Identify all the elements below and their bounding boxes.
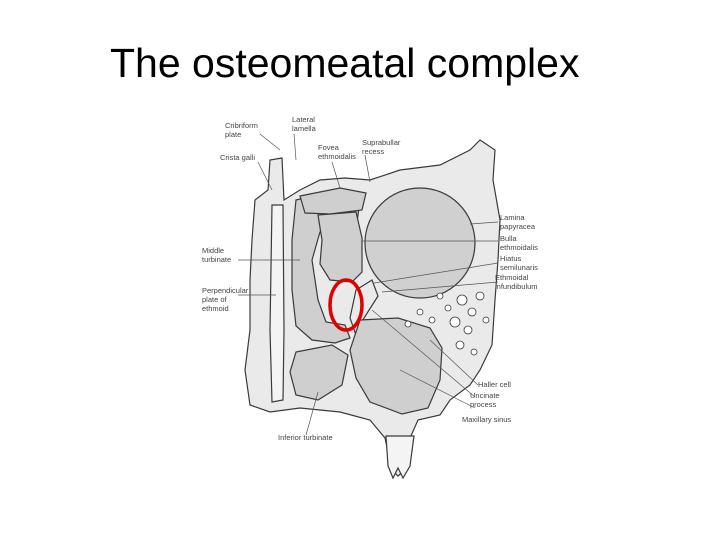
label-perp-1: Perpendicular	[202, 286, 249, 295]
label-fovea-1: Fovea	[318, 143, 340, 152]
label-uncinate-2: process	[470, 400, 497, 409]
diagram-labels: Cribriform plate Lateral lamella Fovea e…	[202, 115, 538, 442]
label-hiatus-2: semilunaris	[500, 263, 538, 272]
label-cribriform-1: Cribriform	[225, 121, 258, 130]
label-ethmoidal-2: infundibulum	[495, 282, 538, 291]
label-cribriform-2: plate	[225, 130, 241, 139]
label-middle-1: Middle	[202, 246, 224, 255]
anatomy-illustration	[244, 139, 501, 480]
label-lamina-2: papyracea	[500, 222, 536, 231]
bulla-ethmoidalis	[317, 211, 363, 283]
label-suprabullar-2: recess	[362, 147, 384, 156]
highlight-circle	[328, 278, 364, 332]
label-inferior: Inferior turbinate	[278, 433, 333, 442]
label-bulla-1: Bulla	[500, 234, 518, 243]
label-lamina-1: Lamina	[500, 213, 525, 222]
label-perp-3: ethmoid	[202, 304, 229, 313]
label-haller: Haller cell	[478, 380, 511, 389]
label-middle-2: turbinate	[202, 255, 231, 264]
label-crista: Crista galli	[220, 153, 255, 162]
label-lateral-2: lamella	[292, 124, 317, 133]
label-bulla-2: ethmoidalis	[500, 243, 538, 252]
label-uncinate-1: Uncinate	[470, 391, 500, 400]
label-hiatus-1: Hiatus	[500, 254, 522, 263]
ethmoid-cell	[364, 187, 476, 299]
slide-title: The osteomeatal complex	[110, 40, 580, 86]
inferior-turbinate	[289, 344, 349, 401]
tooth	[385, 435, 415, 480]
label-perp-2: plate of	[202, 295, 228, 304]
leader-lines	[238, 133, 499, 436]
label-lateral-1: Lateral	[292, 115, 315, 124]
label-maxillary: Maxillary sinus	[462, 415, 511, 424]
maxillary-sinus	[349, 317, 443, 415]
septum	[269, 204, 285, 403]
ethmoid-air-cells	[404, 291, 490, 356]
label-ethmoidal-1: Ethmoidal	[495, 273, 529, 282]
label-fovea-2: ethmoidalis	[318, 152, 356, 161]
label-suprabullar-1: Suprabullar	[362, 138, 401, 147]
